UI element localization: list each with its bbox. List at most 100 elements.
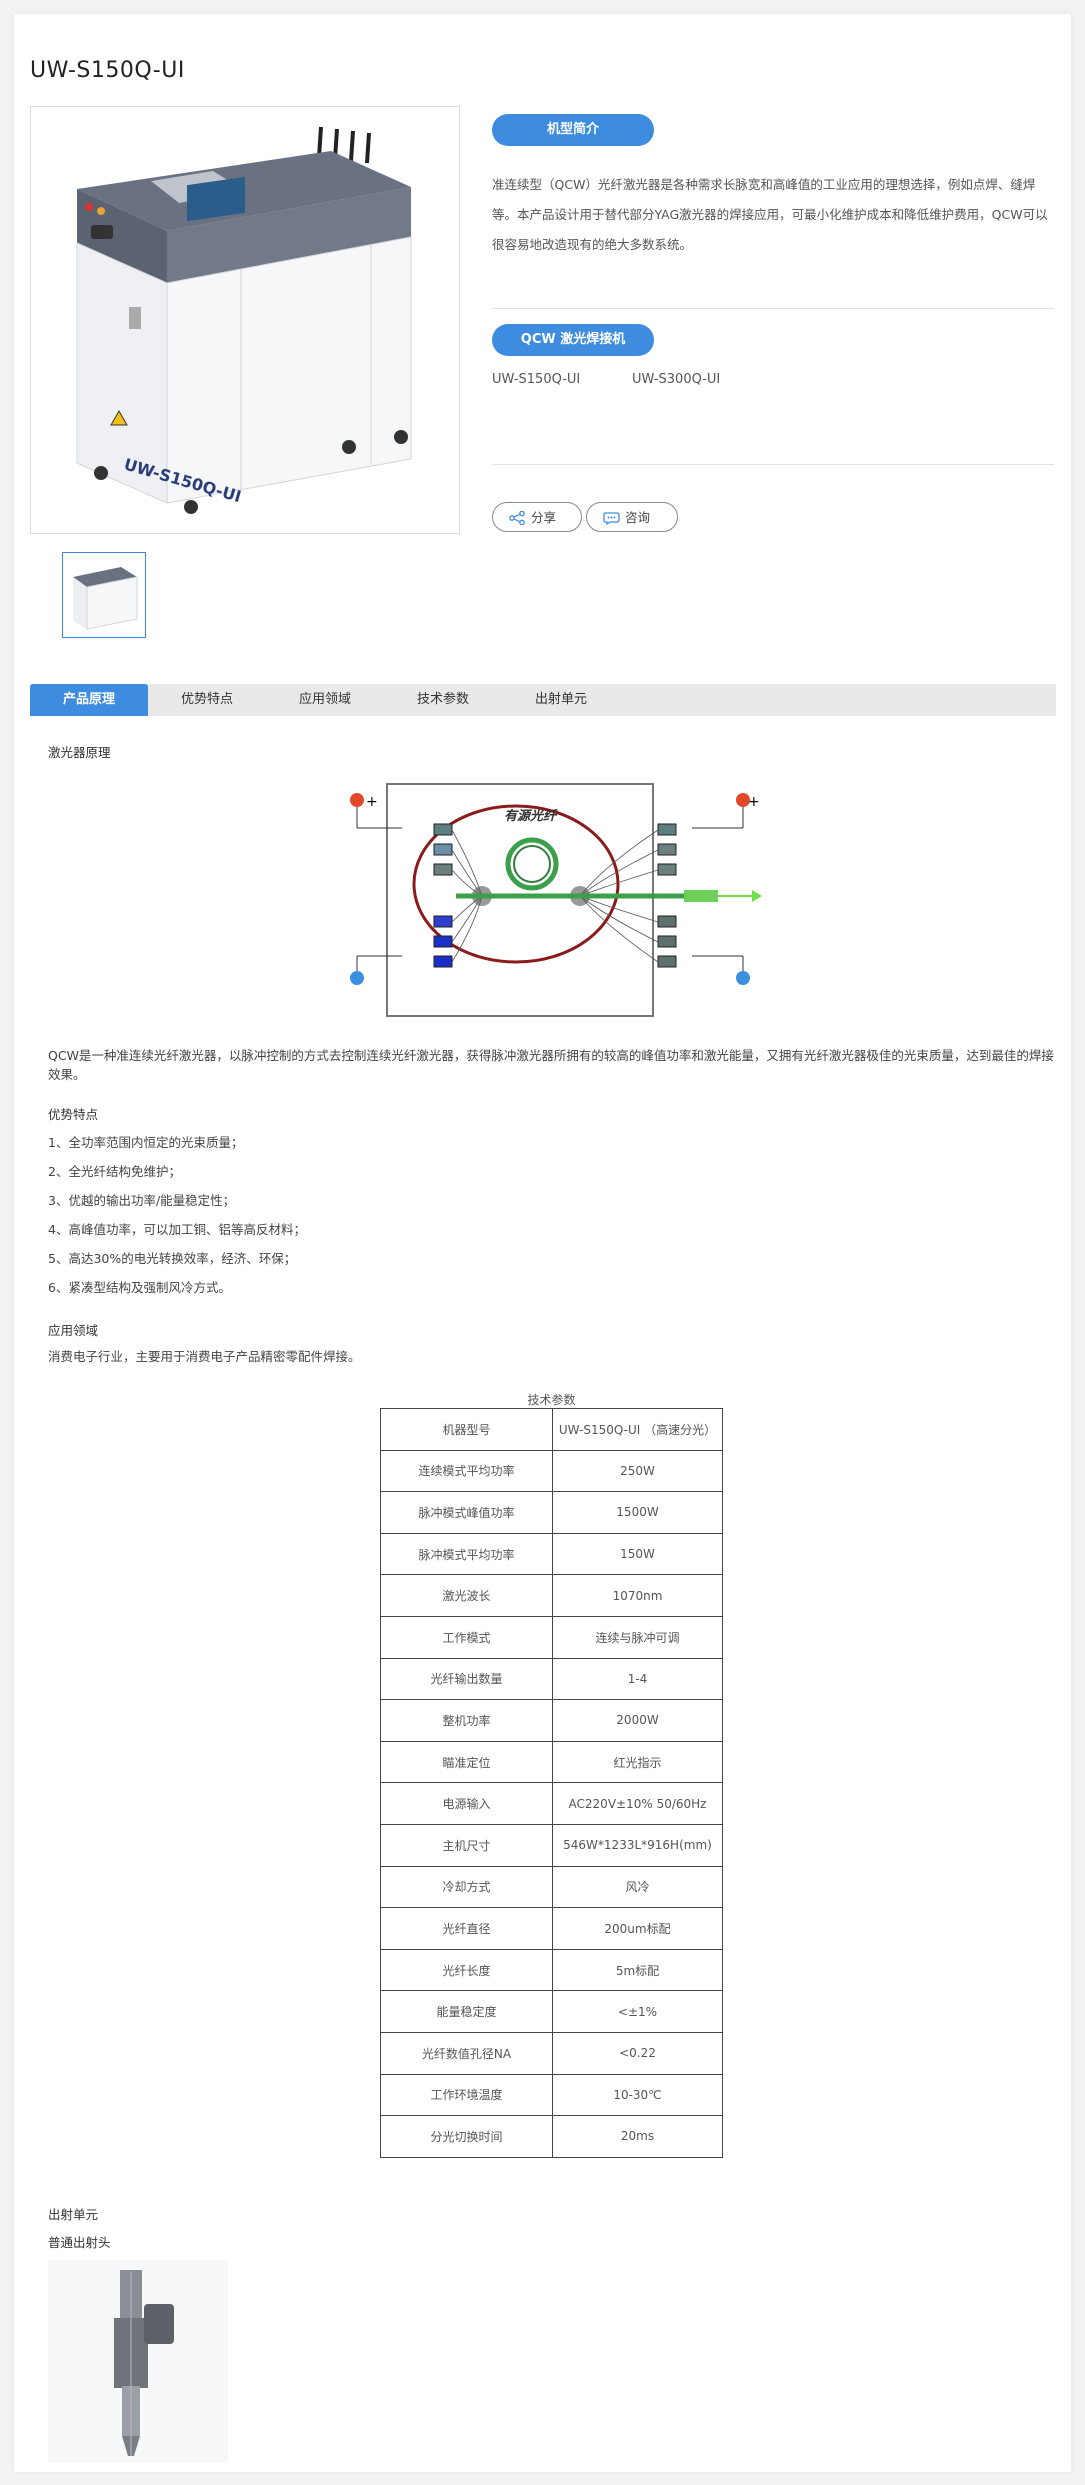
model-link-s150q[interactable]: UW-S150Q-UI bbox=[492, 372, 581, 387]
principle-heading: 激光器原理 bbox=[48, 745, 111, 760]
spec-label: 光纤数值孔径NA bbox=[380, 2031, 553, 2075]
spec-label: 冷却方式 bbox=[380, 1865, 553, 1909]
spec-value: 1500W bbox=[552, 1491, 723, 1534]
thumbnail-machine-icon bbox=[73, 567, 138, 630]
advantage-item: 5、高达30%的电光转换效率，经济、环保； bbox=[48, 1251, 297, 1266]
spec-value: 连续与脉冲可调 bbox=[552, 1615, 723, 1659]
consult-button[interactable]: 咨询 bbox=[586, 502, 678, 532]
spec-value: 5m标配 bbox=[552, 1948, 723, 1992]
spec-label: 整机功率 bbox=[380, 1699, 553, 1742]
series-button[interactable]: QCW 激光焊接机 bbox=[492, 324, 654, 356]
tab-output-unit[interactable]: 出射单元 bbox=[534, 692, 587, 707]
spec-value: <±1% bbox=[552, 1990, 723, 2033]
spec-value: 150W bbox=[552, 1532, 723, 1576]
spec-value: AC220V±10% 50/60Hz bbox=[552, 1782, 723, 1825]
spec-label: 工作环境温度 bbox=[380, 2073, 553, 2117]
spec-label: 脉冲模式平均功率 bbox=[380, 1532, 553, 1576]
product-card: UW-S150Q-UI UW-S150Q-UI bbox=[14, 14, 1071, 2472]
spec-row: 瞄准定位红光指示 bbox=[380, 1740, 723, 1784]
divider bbox=[492, 464, 1054, 465]
spec-row: 能量稳定度<±1% bbox=[380, 1990, 723, 2033]
model-link-s300q[interactable]: UW-S300Q-UI bbox=[632, 372, 721, 387]
advantage-item: 2、全光纤结构免维护； bbox=[48, 1164, 181, 1179]
tab-principle[interactable]: 产品原理 bbox=[30, 684, 148, 716]
advantage-item: 3、优越的输出功率/能量稳定性； bbox=[48, 1193, 236, 1208]
tab-bar: 产品原理 优势特点 应用领域 技术参数 出射单元 bbox=[30, 684, 1056, 716]
spec-value: 2000W bbox=[552, 1699, 723, 1742]
consult-label: 咨询 bbox=[625, 510, 651, 525]
spec-label: 光纤输出数量 bbox=[380, 1657, 553, 1701]
laser-welder-machine-image: UW-S150Q-UI bbox=[76, 126, 412, 514]
intro-button[interactable]: 机型简介 bbox=[492, 114, 654, 146]
spec-label: 分光切换时间 bbox=[380, 2115, 553, 2158]
spec-value: <0.22 bbox=[552, 2031, 723, 2075]
spec-row: 光纤数值孔径NA<0.22 bbox=[380, 2031, 723, 2075]
spec-label: 工作模式 bbox=[380, 1615, 553, 1659]
laser-principle-diagram-svg: + + bbox=[350, 783, 762, 1017]
chat-bubble-icon bbox=[603, 512, 620, 525]
advantage-item: 4、高峰值功率，可以加工铜、铝等高反材料； bbox=[48, 1222, 306, 1237]
spec-label: 激光波长 bbox=[380, 1574, 553, 1617]
spec-value: 1-4 bbox=[552, 1657, 723, 1701]
laser-principle-diagram: + + bbox=[344, 766, 764, 1026]
spec-value: 红光指示 bbox=[552, 1740, 723, 1784]
spec-label: 光纤直径 bbox=[380, 1907, 553, 1950]
spec-value: 10-30℃ bbox=[552, 2073, 723, 2117]
principle-description: QCW是一种准连续光纤激光器，以脉冲控制的方式去控制连续光纤激光器，获得脉冲激光… bbox=[48, 1048, 1054, 1082]
active-fiber-label: 有源光纤 bbox=[504, 808, 558, 824]
spec-value: 1070nm bbox=[552, 1574, 723, 1617]
tab-advantages[interactable]: 优势特点 bbox=[180, 692, 233, 707]
main-product-image[interactable]: UW-S150Q-UI bbox=[30, 106, 460, 534]
share-button[interactable]: 分享 bbox=[492, 502, 582, 532]
tab-applications[interactable]: 应用领域 bbox=[298, 692, 351, 707]
spec-label: 能量稳定度 bbox=[380, 1990, 553, 2033]
intro-text: 准连续型（QCW）光纤激光器是各种需求长脉宽和高峰值的工业应用的理想选择，例如点… bbox=[492, 177, 1048, 252]
spec-row: 工作模式连续与脉冲可调 bbox=[380, 1615, 723, 1659]
divider bbox=[492, 308, 1054, 309]
share-icon bbox=[509, 511, 525, 525]
spec-value: UW-S150Q-UI （高速分光） bbox=[552, 1408, 723, 1451]
application-heading: 应用领域 bbox=[48, 1323, 99, 1338]
spec-row: 冷却方式风冷 bbox=[380, 1865, 723, 1909]
spec-value: 250W bbox=[552, 1449, 723, 1493]
spec-value: 546W*1233L*916H(mm) bbox=[552, 1823, 723, 1867]
spec-value: 20ms bbox=[552, 2115, 723, 2158]
advantage-item: 1、全功率范围内恒定的光束质量； bbox=[48, 1135, 244, 1150]
advantage-item: 6、紧凑型结构及强制风冷方式。 bbox=[48, 1280, 231, 1295]
output-unit-heading: 出射单元 bbox=[48, 2207, 99, 2222]
spec-label: 机器型号 bbox=[380, 1408, 553, 1451]
spec-label: 连续模式平均功率 bbox=[380, 1449, 553, 1493]
application-text: 消费电子行业，主要用于消费电子产品精密零配件焊接。 bbox=[48, 1349, 361, 1364]
spec-value: 风冷 bbox=[552, 1865, 723, 1909]
output-unit-subheading: 普通出射头 bbox=[48, 2235, 111, 2250]
page-title: UW-S150Q-UI bbox=[30, 58, 185, 83]
advantages-heading: 优势特点 bbox=[48, 1107, 99, 1122]
svg-text:+: + bbox=[366, 794, 378, 810]
laser-head-icon bbox=[114, 2270, 174, 2456]
specs-caption: 技术参数 bbox=[527, 1393, 576, 1407]
spec-label: 电源输入 bbox=[380, 1782, 553, 1825]
spec-label: 瞄准定位 bbox=[380, 1740, 553, 1784]
share-label: 分享 bbox=[531, 510, 557, 525]
svg-text:+: + bbox=[748, 794, 760, 810]
spec-label: 脉冲模式峰值功率 bbox=[380, 1491, 553, 1534]
spec-label: 光纤长度 bbox=[380, 1948, 553, 1992]
tab-specs[interactable]: 技术参数 bbox=[416, 692, 469, 707]
output-head-image bbox=[48, 2260, 228, 2462]
thumbnail-image[interactable] bbox=[62, 552, 146, 638]
spec-value: 200um标配 bbox=[552, 1907, 723, 1950]
